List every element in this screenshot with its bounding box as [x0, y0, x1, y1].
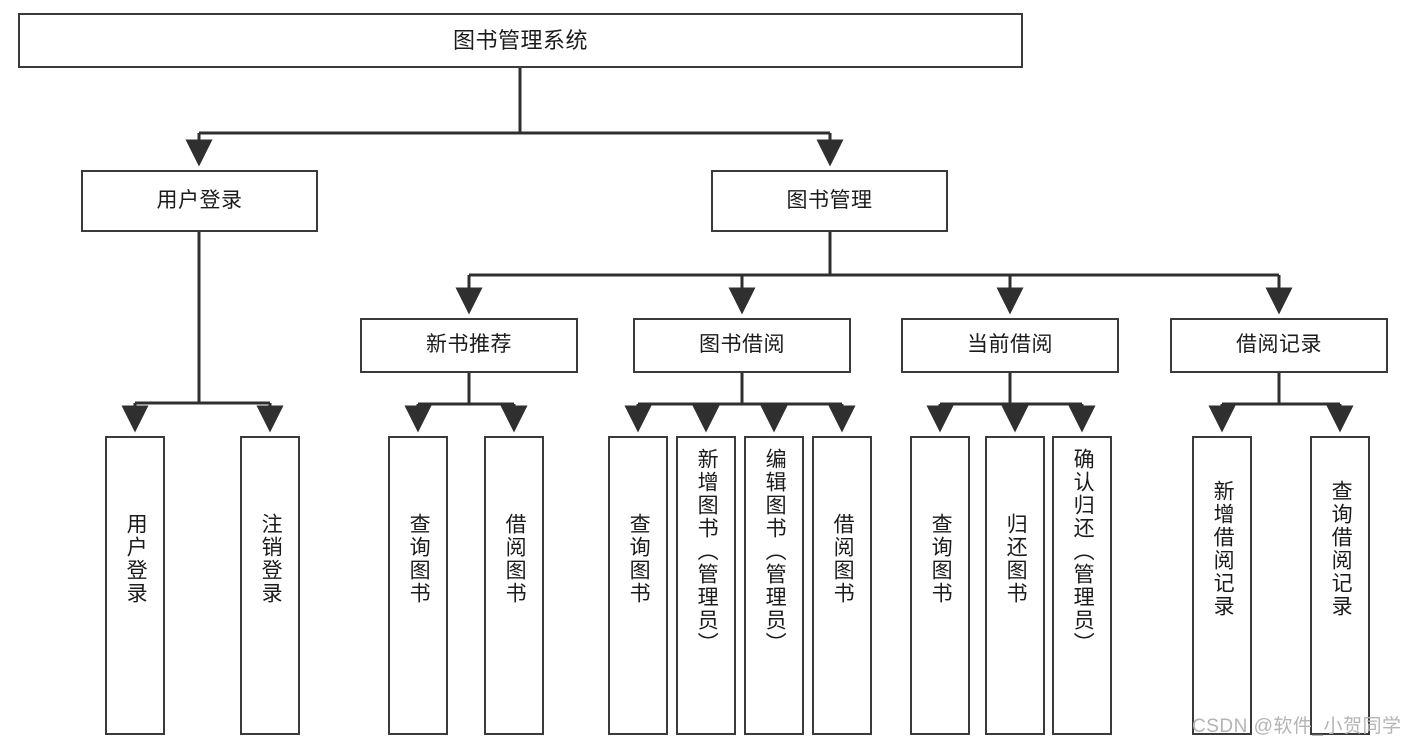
node-leaf-query-book-2[interactable]: 查询图书	[608, 436, 668, 735]
node-leaf-confirm-return-label: 确认归还（管理员）	[1071, 448, 1095, 655]
node-book-manage[interactable]: 图书管理	[711, 170, 948, 232]
node-leaf-logout[interactable]: 注销登录	[240, 436, 300, 735]
node-leaf-user-login-label: 用户登录	[124, 513, 148, 605]
node-leaf-query-book-3-label: 查询图书	[929, 513, 953, 605]
node-leaf-confirm-return[interactable]: 确认归还（管理员）	[1052, 436, 1112, 735]
node-new-book-rec-label: 新书推荐	[426, 333, 512, 357]
node-leaf-query-book-3[interactable]: 查询图书	[910, 436, 970, 735]
node-leaf-add-record-label: 新增借阅记录	[1211, 480, 1235, 618]
node-leaf-add-book-label: 新增图书（管理员）	[695, 448, 719, 655]
node-current-borrow[interactable]: 当前借阅	[901, 318, 1119, 373]
node-leaf-borrow-book-1-label: 借阅图书	[503, 513, 527, 605]
node-book-borrow[interactable]: 图书借阅	[633, 318, 851, 373]
node-current-borrow-label: 当前借阅	[967, 333, 1053, 357]
node-root[interactable]: 图书管理系统	[18, 13, 1023, 68]
node-leaf-query-record[interactable]: 查询借阅记录	[1310, 436, 1370, 735]
node-leaf-return-book[interactable]: 归还图书	[985, 436, 1045, 735]
node-leaf-edit-book[interactable]: 编辑图书（管理员）	[744, 436, 804, 735]
node-user-login[interactable]: 用户登录	[81, 170, 318, 232]
node-new-book-rec[interactable]: 新书推荐	[360, 318, 578, 373]
node-leaf-borrow-book-2-label: 借阅图书	[831, 513, 855, 605]
node-leaf-query-book-2-label: 查询图书	[627, 513, 651, 605]
node-leaf-add-book[interactable]: 新增图书（管理员）	[676, 436, 736, 735]
node-leaf-return-book-label: 归还图书	[1004, 513, 1028, 605]
node-leaf-query-book-1[interactable]: 查询图书	[388, 436, 448, 735]
node-book-borrow-label: 图书借阅	[699, 333, 785, 357]
node-borrow-record[interactable]: 借阅记录	[1170, 318, 1388, 373]
node-user-login-label: 用户登录	[156, 188, 243, 212]
node-leaf-logout-label: 注销登录	[259, 513, 283, 605]
node-leaf-borrow-book-2[interactable]: 借阅图书	[812, 436, 872, 735]
node-borrow-record-label: 借阅记录	[1236, 333, 1322, 357]
node-leaf-query-book-1-label: 查询图书	[407, 513, 431, 605]
node-leaf-edit-book-label: 编辑图书（管理员）	[763, 448, 787, 655]
csdn-watermark: CSDN @软件_小贺同学	[1192, 716, 1402, 737]
node-leaf-add-record[interactable]: 新增借阅记录	[1192, 436, 1252, 735]
node-book-manage-label: 图书管理	[786, 188, 873, 212]
node-leaf-borrow-book-1[interactable]: 借阅图书	[484, 436, 544, 735]
node-leaf-user-login[interactable]: 用户登录	[105, 436, 165, 735]
node-leaf-query-record-label: 查询借阅记录	[1329, 480, 1353, 618]
node-root-label: 图书管理系统	[452, 27, 588, 53]
